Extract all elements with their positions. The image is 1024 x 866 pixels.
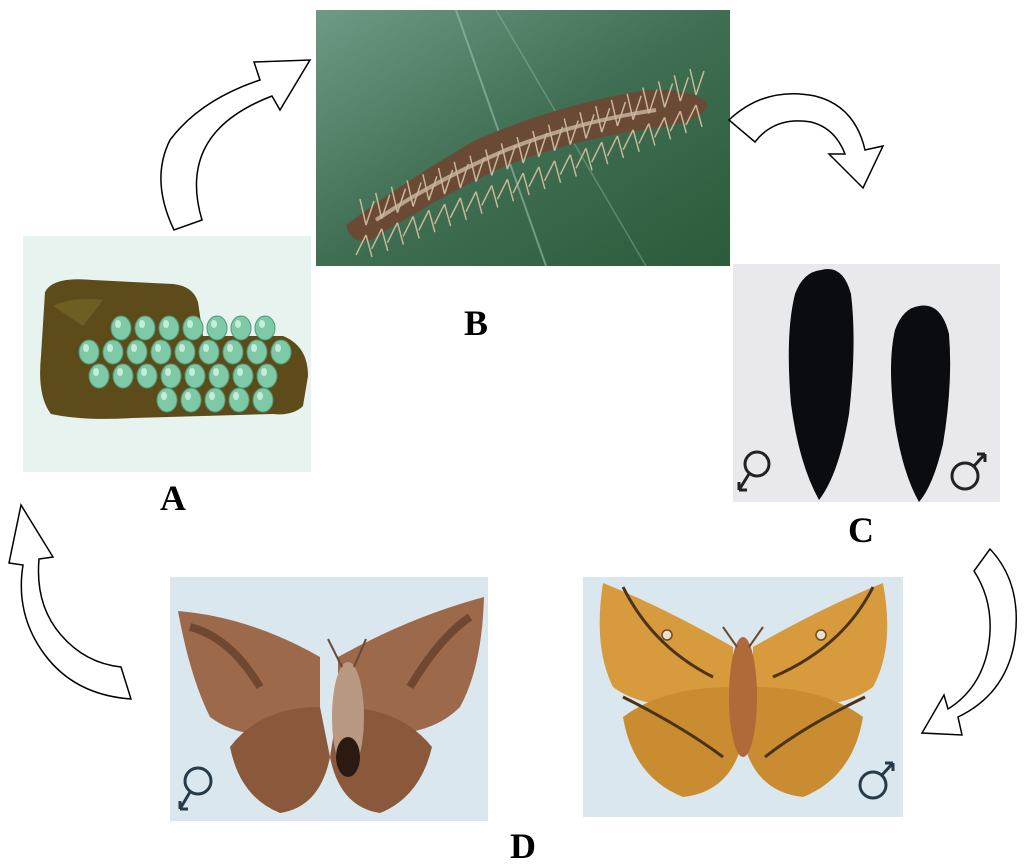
eggs-photo	[23, 236, 311, 472]
egg	[257, 364, 277, 388]
pupae-photo	[733, 264, 1000, 502]
egg	[255, 316, 275, 340]
egg	[135, 316, 155, 340]
egg	[271, 340, 291, 364]
egg	[127, 340, 147, 364]
egg	[209, 364, 229, 388]
label-d: D	[510, 828, 536, 864]
egg	[253, 388, 273, 412]
larva-photo	[316, 10, 730, 266]
arrow-c-to-d-icon	[918, 545, 1024, 775]
male-moth-photo	[583, 577, 903, 817]
egg	[79, 340, 99, 364]
egg	[157, 388, 177, 412]
egg	[183, 316, 203, 340]
egg	[159, 316, 179, 340]
egg	[111, 316, 131, 340]
egg	[137, 364, 157, 388]
egg	[161, 364, 181, 388]
arrow-d-to-a-icon	[5, 495, 135, 705]
egg	[247, 340, 267, 364]
egg	[113, 364, 133, 388]
egg	[175, 340, 195, 364]
egg	[151, 340, 171, 364]
label-c: C	[848, 512, 874, 548]
egg	[229, 388, 249, 412]
egg	[185, 364, 205, 388]
egg	[181, 388, 201, 412]
label-b: B	[464, 305, 488, 341]
arrow-b-to-c-icon	[725, 80, 895, 195]
egg	[199, 340, 219, 364]
egg	[223, 340, 243, 364]
female-moth-photo	[170, 577, 488, 821]
egg	[89, 364, 109, 388]
label-a: A	[160, 480, 186, 516]
egg	[207, 316, 227, 340]
egg	[103, 340, 123, 364]
egg	[231, 316, 251, 340]
egg	[205, 388, 225, 412]
egg	[233, 364, 253, 388]
arrow-a-to-b-icon	[150, 40, 320, 240]
